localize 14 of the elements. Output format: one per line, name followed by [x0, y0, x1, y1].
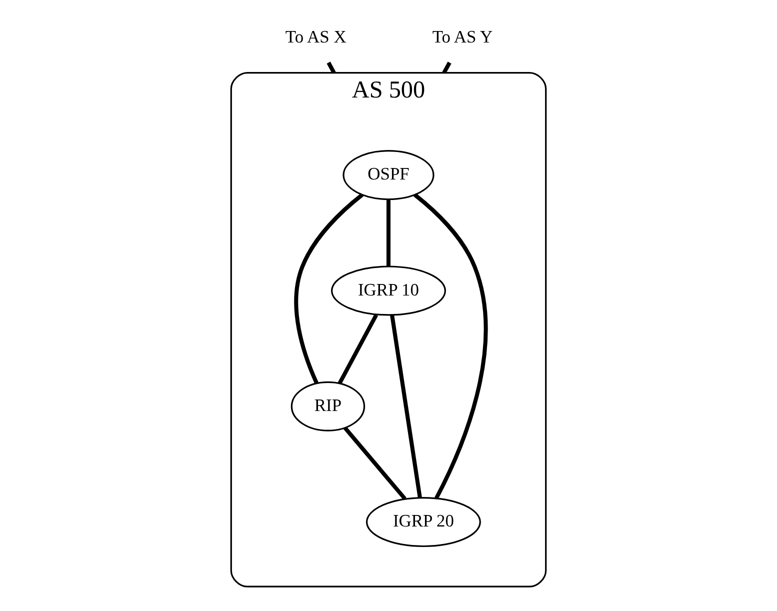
node-text: To AS Y [432, 26, 493, 46]
connector [294, 193, 364, 384]
connector [386, 200, 391, 266]
connector [326, 62, 336, 74]
connector [338, 314, 378, 384]
connector [344, 426, 406, 500]
node-ellipse: IGRP 10 [331, 266, 446, 316]
node-ellipse: IGRP 20 [366, 497, 481, 548]
node-text: To AS X [285, 26, 346, 46]
node-ellipse: OSPF [342, 150, 434, 200]
connector [390, 314, 422, 498]
connector [414, 193, 488, 500]
connector [442, 62, 452, 74]
node-ellipse: RIP [290, 381, 366, 432]
